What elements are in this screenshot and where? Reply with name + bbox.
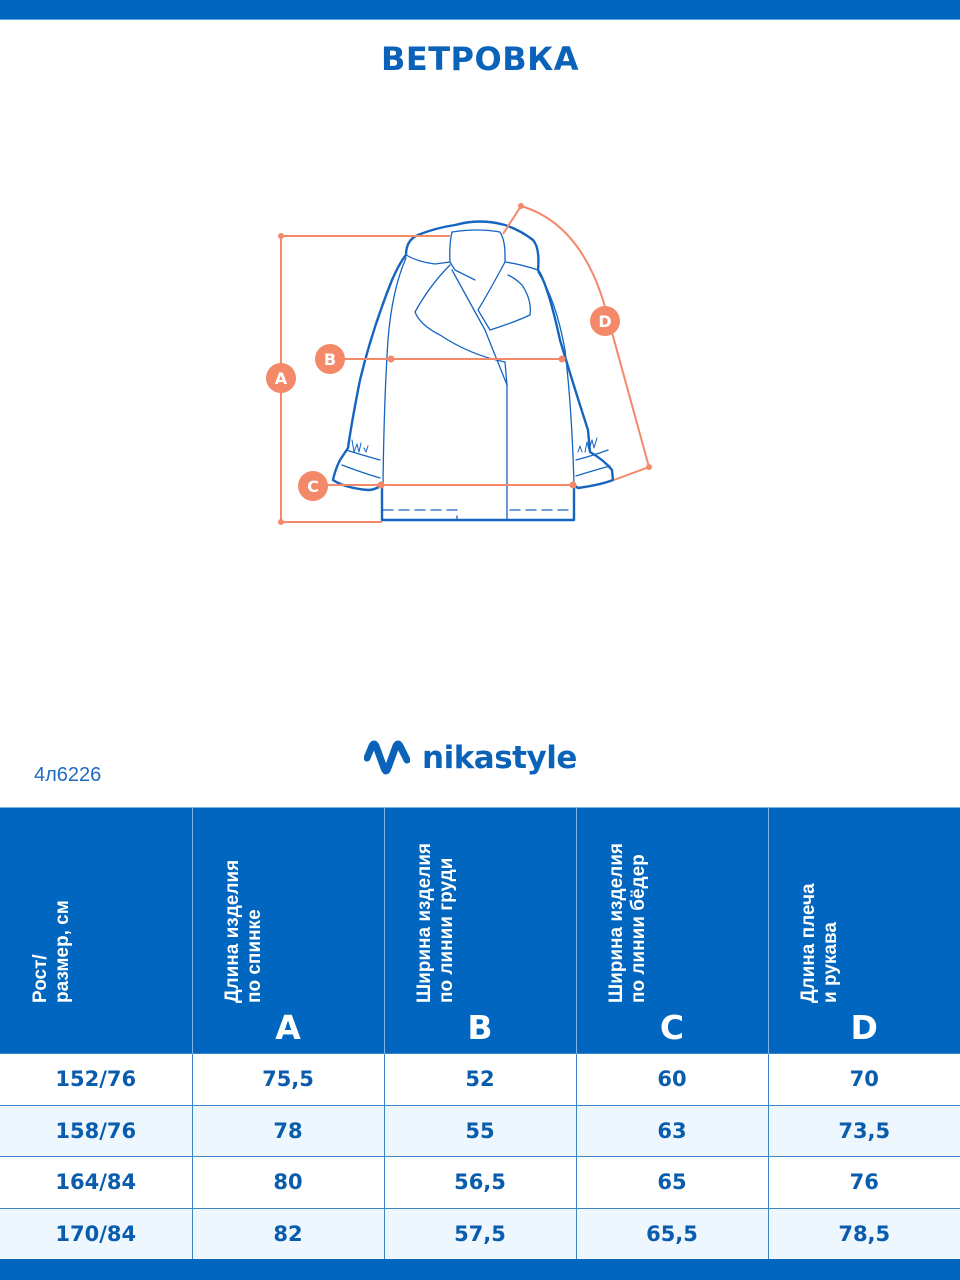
cell-a: 82: [191, 1207, 385, 1260]
svg-text:B: B: [324, 350, 336, 369]
cell-size: 164/84: [0, 1156, 193, 1209]
cell-b: 55: [383, 1104, 577, 1157]
column-letter-a: A: [275, 1008, 301, 1047]
table-row: 158/76 78 55 63 73,5: [0, 1104, 960, 1157]
jacket-outline: [331, 220, 615, 522]
cell-c: 65: [575, 1156, 769, 1209]
svg-text:D: D: [598, 312, 611, 331]
page-title: ВЕТРОВКА: [380, 40, 580, 78]
column-letter-d: D: [850, 1008, 878, 1047]
marker-d: D: [590, 306, 620, 336]
cell-d: 78,5: [767, 1207, 960, 1260]
cell-size: 170/84: [0, 1207, 193, 1260]
top-accent-bar: [0, 0, 960, 20]
cell-b: 56,5: [383, 1156, 577, 1209]
cell-d: 73,5: [767, 1104, 960, 1157]
marker-c: C: [298, 471, 328, 501]
cell-c: 63: [575, 1104, 769, 1157]
jacket-measurement-diagram: A B C D: [266, 203, 652, 525]
article-number: 4л6226: [34, 764, 102, 786]
table-row: 170/84 82 57,5 65,5 78,5: [0, 1207, 960, 1260]
cell-d: 76: [767, 1156, 960, 1209]
cell-a: 80: [191, 1156, 385, 1209]
table-row: 164/84 80 56,5 65 76: [0, 1156, 960, 1209]
bottom-accent-bar: [0, 1259, 960, 1280]
column-letter-c: C: [659, 1008, 685, 1047]
marker-b: B: [315, 344, 345, 374]
column-letter-b: B: [467, 1008, 493, 1047]
wave-n-logo-icon: [364, 740, 410, 775]
cell-c: 60: [575, 1053, 769, 1106]
cell-b: 52: [383, 1053, 577, 1106]
svg-text:C: C: [307, 477, 319, 496]
cell-a: 78: [191, 1104, 385, 1157]
brand-logo: nikastyle: [364, 736, 577, 780]
brand-name: nikastyle: [422, 740, 577, 776]
cell-size: 152/76: [0, 1053, 193, 1106]
cell-size: 158/76: [0, 1104, 193, 1157]
table-row: 152/76 75,5 52 60 70: [0, 1053, 960, 1106]
marker-a: A: [266, 363, 296, 393]
svg-text:A: A: [275, 369, 288, 388]
cell-c: 65,5: [575, 1207, 769, 1260]
cell-b: 57,5: [383, 1207, 577, 1260]
cell-d: 70: [767, 1053, 960, 1106]
column-header-size: Рост/размер, см: [0, 807, 193, 1054]
cell-a: 75,5: [191, 1053, 385, 1106]
